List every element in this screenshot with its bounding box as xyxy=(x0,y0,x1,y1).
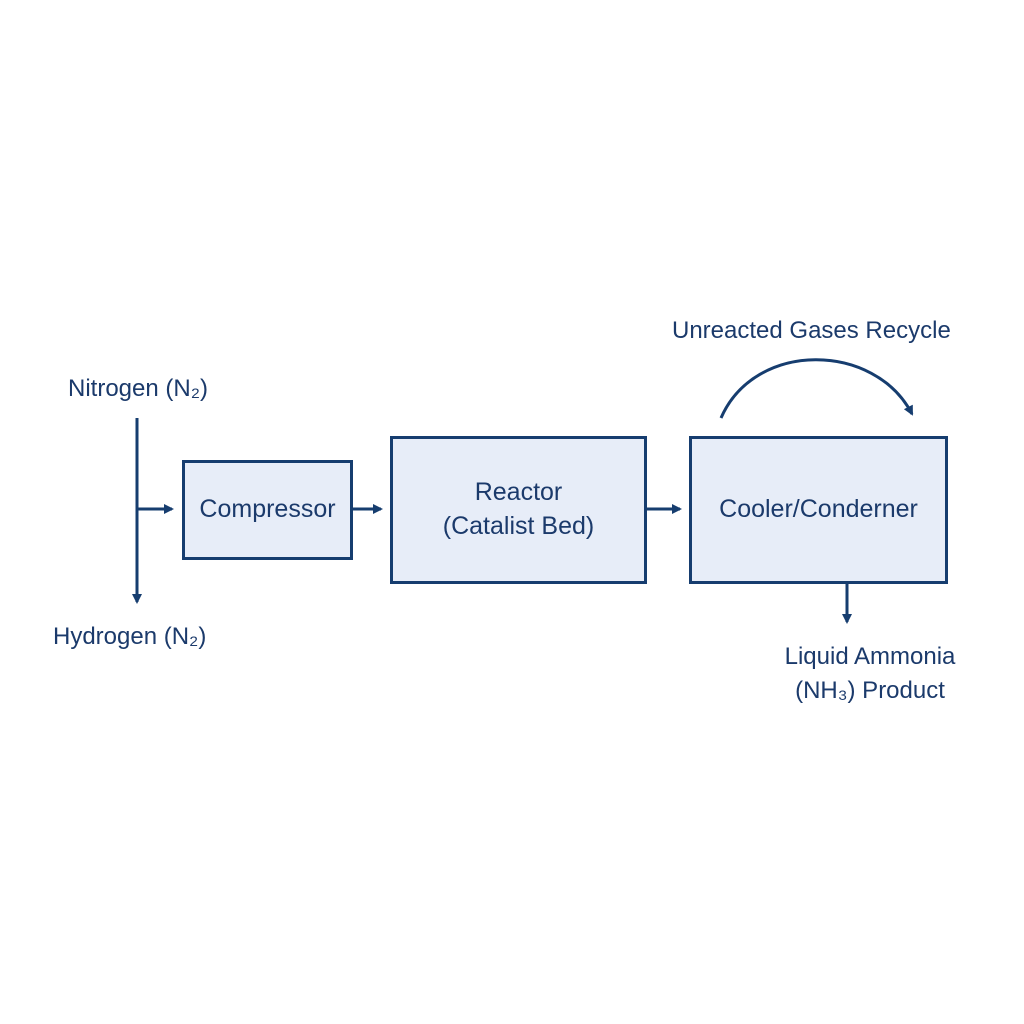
compressor-box: Compressor xyxy=(182,460,353,560)
compressor-label: Compressor xyxy=(199,495,336,524)
reactor-box: Reactor (Catalist Bed) xyxy=(390,436,647,584)
recycle-label: Unreacted Gases Recycle xyxy=(672,317,951,344)
product-label-line2: (NH₃) Product xyxy=(795,676,945,704)
cooler-condenser-label: Cooler/Conderner xyxy=(719,495,918,524)
reactor-subtitle: (Catalist Bed) xyxy=(442,512,595,540)
hydrogen-input-label: Hydrogen (N₂) xyxy=(53,623,207,650)
nitrogen-input-label: Nitrogen (N₂) xyxy=(68,375,209,402)
recycle-curved-arrow xyxy=(719,358,914,419)
product-label: Liquid Ammonia (NH₃) Product xyxy=(770,640,970,707)
reactor-title: Reactor xyxy=(474,478,563,507)
cooler-condenser-box: Cooler/Conderner xyxy=(689,436,948,584)
product-label-line1: Liquid Ammonia xyxy=(784,643,956,670)
